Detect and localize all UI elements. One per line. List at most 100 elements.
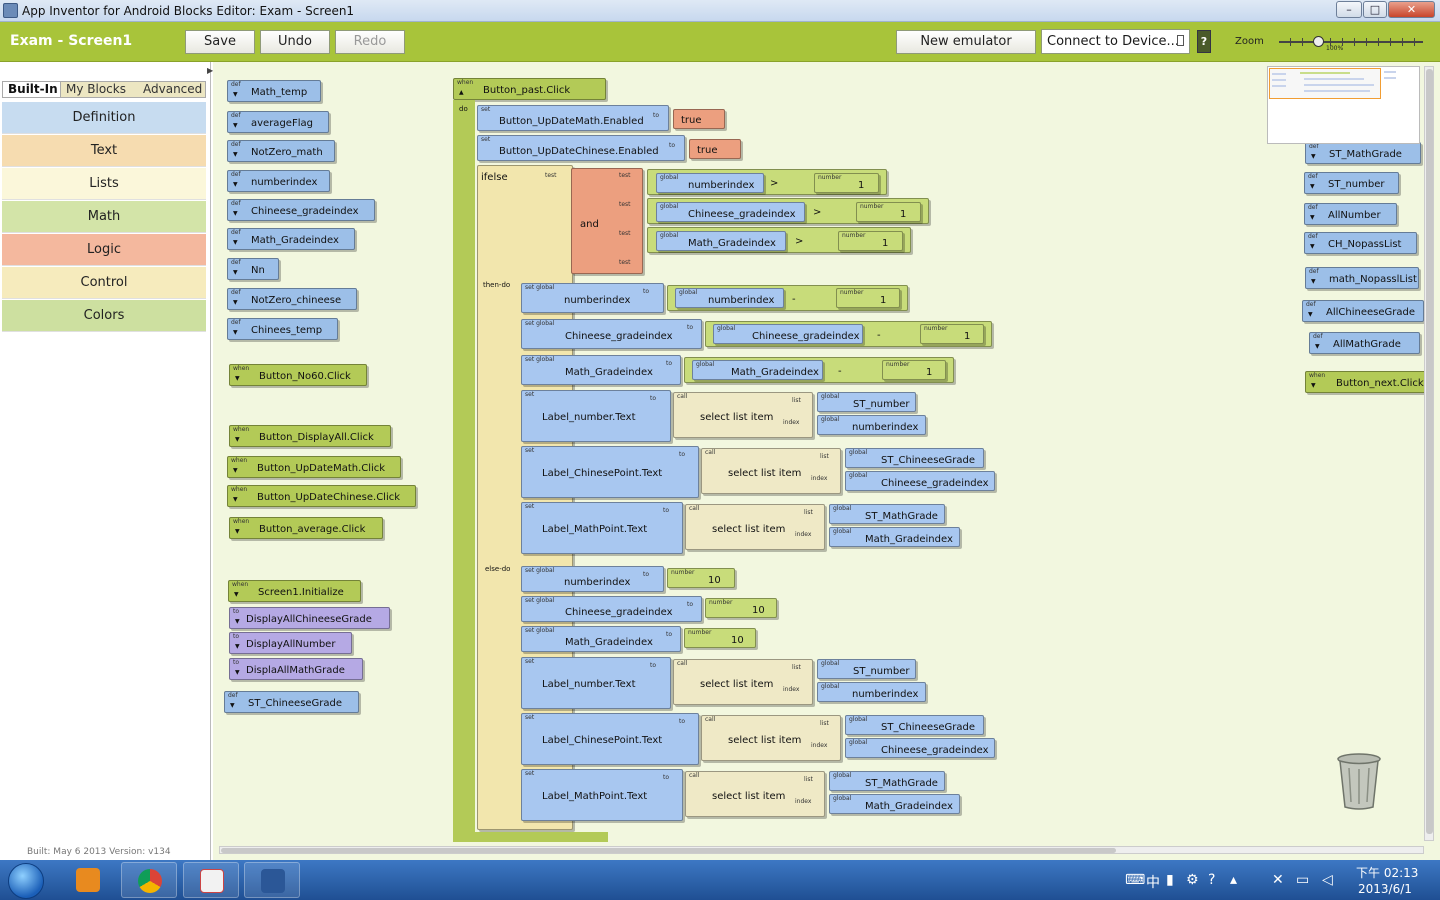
panel-splitter-arrow-icon[interactable]: ▶ <box>207 66 214 75</box>
drawer-colors[interactable]: Colors <box>2 300 206 332</box>
word-taskbar-item[interactable] <box>244 862 300 898</box>
clock-time[interactable]: 下午 02:13 <box>1356 866 1419 880</box>
procedure-block[interactable]: to▼DisplaAllMathGrade <box>229 658 363 680</box>
def-block[interactable]: def▼Math_Gradeindex <box>227 228 355 250</box>
event-block[interactable]: when▼Button_DisplayAll.Click <box>229 425 391 447</box>
event-header[interactable]: when▲ Button_past.Click <box>453 78 606 100</box>
help-icon[interactable]: ? <box>1197 30 1211 53</box>
def-block[interactable]: def▼numberindex <box>227 170 330 192</box>
vertical-scrollbar-thumb[interactable] <box>1426 69 1433 834</box>
ime-settings-icon[interactable]: ⚙ <box>1186 872 1199 888</box>
horizontal-scrollbar-thumb[interactable] <box>221 848 1116 853</box>
connect-to-device-select[interactable]: Connect to Device... <box>1041 29 1190 54</box>
procedure-block[interactable]: to▼DisplayAllNumber <box>229 632 352 654</box>
event-block[interactable]: when▼Screen1.Initialize <box>228 580 361 602</box>
undo-button[interactable]: Undo <box>260 30 330 54</box>
ime-mode-icon[interactable]: ▮ <box>1166 872 1174 888</box>
save-button[interactable]: Save <box>185 30 255 54</box>
def-block[interactable]: def▼ST_MathGrade <box>1305 142 1421 164</box>
minimize-button[interactable]: – <box>1336 1 1362 18</box>
def-block[interactable]: def▼ST_ChineeseGrade <box>224 691 359 713</box>
java-taskbar-item[interactable] <box>183 862 239 898</box>
tab-advanced[interactable]: Advanced <box>143 82 203 96</box>
event-block[interactable]: when▼Button_UpDateMath.Click <box>227 456 401 478</box>
new-emulator-button[interactable]: New emulator <box>896 30 1036 54</box>
def-block[interactable]: def▼AllMathGrade <box>1309 332 1420 354</box>
event-block[interactable]: when▼Button_No60.Click <box>229 364 367 386</box>
drawer-text[interactable]: Text <box>2 135 206 167</box>
chrome-taskbar-item[interactable] <box>121 862 177 898</box>
clock-date[interactable]: 2013/6/1 <box>1358 882 1412 896</box>
def-block[interactable]: def▼Chineese_gradeindex <box>227 199 375 221</box>
minimap-viewport[interactable] <box>1269 68 1381 99</box>
vertical-scrollbar[interactable] <box>1424 66 1434 841</box>
def-block[interactable]: def▼Nn <box>227 258 279 280</box>
drawer-logic[interactable]: Logic <box>2 234 206 266</box>
zoom-slider-track[interactable] <box>1279 41 1423 43</box>
def-block[interactable]: def▼Chinees_temp <box>227 318 338 340</box>
def-block[interactable]: def▼AllChineeseGrade <box>1302 300 1424 322</box>
event-block[interactable]: when▼Button_UpDateChinese.Click <box>227 485 416 507</box>
maximize-button[interactable]: □ <box>1363 1 1387 18</box>
network-icon[interactable]: ✕ <box>1272 872 1284 888</box>
def-block[interactable]: def▼ST_number <box>1304 172 1399 194</box>
def-block[interactable]: def▼math_NopasslList <box>1305 267 1419 289</box>
workspace-minimap[interactable] <box>1267 66 1420 144</box>
def-block[interactable]: def▼Math_temp <box>227 80 321 102</box>
def-block[interactable]: def▼NotZero_chineese <box>227 288 357 310</box>
def-block[interactable]: def▼AllNumber <box>1304 203 1397 225</box>
input-language-icon[interactable]: 中 <box>1146 875 1160 891</box>
tray-expand-icon[interactable]: ▴ <box>1230 872 1238 888</box>
ime-icon[interactable]: ⌨ <box>1125 872 1146 888</box>
procedure-block[interactable]: to▼DisplayAllChineeseGrade <box>229 607 390 629</box>
tab-my-blocks[interactable]: My Blocks <box>66 82 126 96</box>
event-block[interactable]: when▼Button_average.Click <box>229 517 383 539</box>
help-tray-icon[interactable]: ? <box>1208 872 1216 888</box>
drawer-definition[interactable]: Definition <box>2 102 206 134</box>
def-block[interactable]: def▼CH_NopassList <box>1304 232 1417 254</box>
drawer-math[interactable]: Math <box>2 201 206 233</box>
trash-can-icon[interactable] <box>1336 752 1382 810</box>
volume-icon[interactable]: ◁ <box>1322 872 1333 888</box>
zoom-slider-knob[interactable] <box>1313 36 1324 47</box>
event-block[interactable]: when▼Button_next.Click <box>1305 371 1427 393</box>
def-block[interactable]: def▼NotZero_math <box>227 140 335 162</box>
start-button-icon[interactable] <box>8 863 44 899</box>
